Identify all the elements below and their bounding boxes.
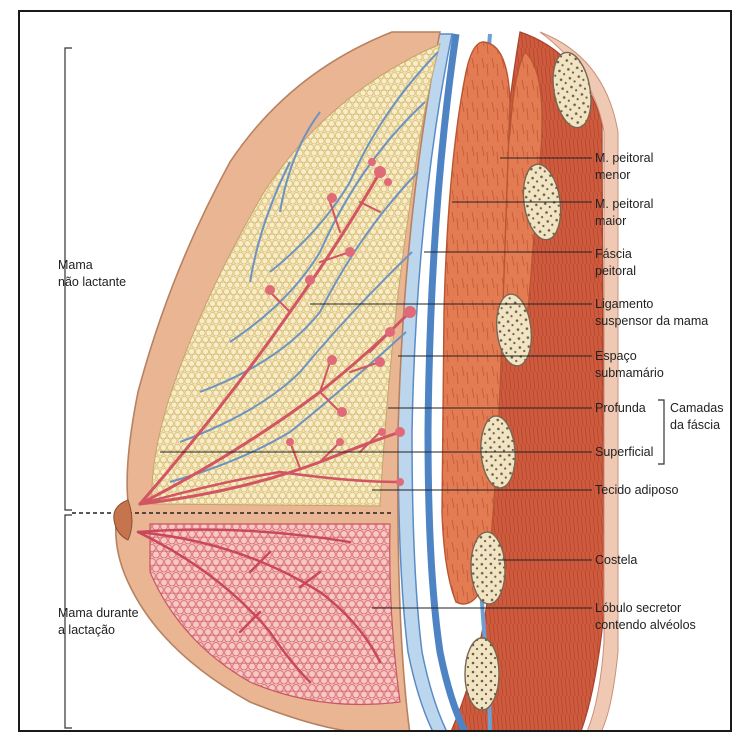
label-suspensory-ligament-line1: Ligamento [595,296,708,313]
label-secretory-lobule-line2: contendo alvéolos [595,617,696,634]
label-lactating-line2: a lactação [58,622,139,639]
label-fascia-layers-line2: da fáscia [670,417,724,434]
label-retromammary-space-line2: submamário [595,365,664,382]
rib-6 [465,638,499,710]
label-pectoralis-major: M. peitoral maior [595,196,653,230]
label-adipose-tissue: Tecido adiposo [595,482,678,499]
label-non-lactating: Mama não lactante [58,257,126,291]
label-non-lactating-line2: não lactante [58,274,126,291]
label-superficial-layer: Superficial [595,444,653,461]
label-rib: Costela [595,552,637,569]
fascia-layers-bracket [658,400,664,464]
label-secretory-lobule: Lóbulo secretor contendo alvéolos [595,600,696,634]
label-pectoralis-minor-line2: menor [595,167,653,184]
label-lactating-line1: Mama durante [58,605,139,622]
label-pectoralis-minor: M. peitoral menor [595,150,653,184]
label-pectoral-fascia-line2: peitoral [595,263,636,280]
label-pectoralis-major-line1: M. peitoral [595,196,653,213]
label-pectoral-fascia-line1: Fáscia [595,246,636,263]
label-suspensory-ligament-line2: suspensor da mama [595,313,708,330]
label-non-lactating-line1: Mama [58,257,126,274]
label-secretory-lobule-line1: Lóbulo secretor [595,600,696,617]
label-deep-layer: Profunda [595,400,646,417]
lactating-lobules [150,524,400,705]
label-fascia-layers: Camadas da fáscia [670,400,724,434]
label-retromammary-space: Espaço submamário [595,348,664,382]
label-retromammary-space-line1: Espaço [595,348,664,365]
label-pectoral-fascia: Fáscia peitoral [595,246,636,280]
label-fascia-layers-line1: Camadas [670,400,724,417]
label-pectoralis-minor-line1: M. peitoral [595,150,653,167]
label-suspensory-ligament: Ligamento suspensor da mama [595,296,708,330]
figure-frame: Mama não lactante Mama durante a lactaçã… [18,10,732,732]
label-lactating: Mama durante a lactação [58,605,139,639]
label-pectoralis-major-line2: maior [595,213,653,230]
